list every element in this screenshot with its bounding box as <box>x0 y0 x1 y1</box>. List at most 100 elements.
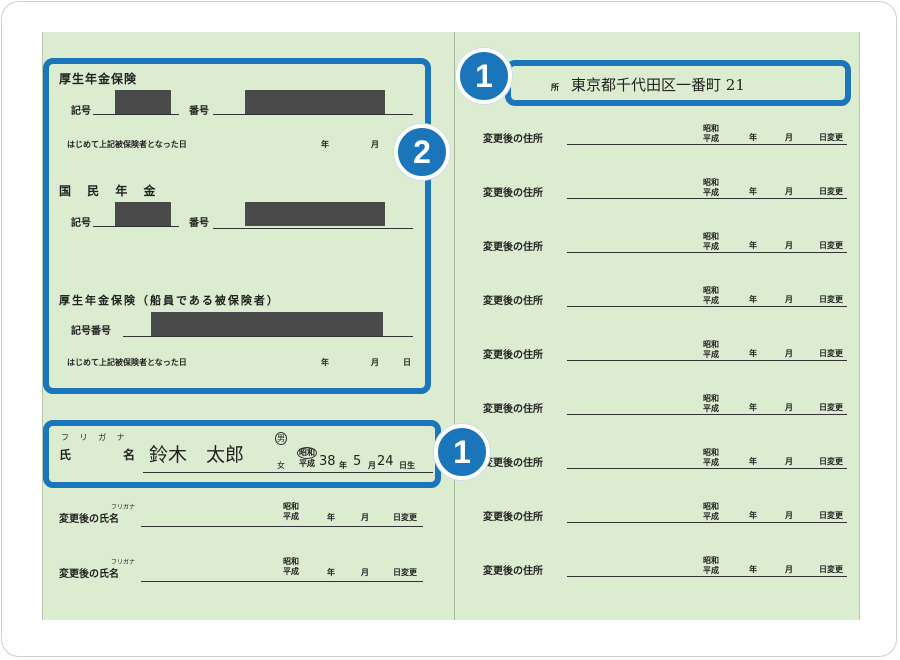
changed-address-year: 年 <box>749 349 757 358</box>
national-bango-label: 番号 <box>189 218 209 229</box>
era-showa: 昭和 <box>703 178 719 187</box>
changed-name-month: 月 <box>361 568 369 577</box>
changed-address-month: 月 <box>785 403 793 412</box>
gender-female: 女 <box>277 461 285 470</box>
changed-address-label: 変更後の住所 <box>483 512 543 523</box>
changed-address-line <box>567 522 847 523</box>
changed-address-day: 日変更 <box>819 457 843 466</box>
highlight-name <box>43 420 441 488</box>
era-showa: 昭和 <box>703 286 719 295</box>
era-showa-wrap: 昭和 <box>297 447 317 459</box>
changed-address-label: 変更後の住所 <box>483 350 543 361</box>
changed-name-furigana: フリガナ <box>111 559 136 566</box>
kigo-bango-line <box>123 336 413 337</box>
gender-male-circled: 男 <box>275 432 287 445</box>
changed-name-month: 月 <box>361 513 369 522</box>
seaman-first-insured-month: 月 <box>371 358 379 367</box>
changed-address-month: 月 <box>785 187 793 196</box>
first-insured-month: 月 <box>371 140 379 149</box>
era-heisei: 平成 <box>703 566 719 575</box>
era-showa: 昭和 <box>703 124 719 133</box>
kigo-line <box>93 114 179 115</box>
seaman-first-insured-label: はじめて上記被保険者となった日 <box>67 358 187 367</box>
changed-address-era: 昭和平成 <box>703 286 719 306</box>
national-kigo-redaction <box>115 202 171 226</box>
callout-badge-2-numbers: 2 <box>394 124 450 180</box>
changed-address-year: 年 <box>749 241 757 250</box>
highlight-pension-numbers <box>43 58 431 394</box>
changed-address-label: 変更後の住所 <box>483 242 543 253</box>
changed-name-line <box>141 581 423 582</box>
era-showa: 昭和 <box>283 557 299 566</box>
changed-address-era: 昭和平成 <box>703 502 719 522</box>
bango-line <box>213 114 413 115</box>
era-showa: 昭和 <box>703 502 719 511</box>
name-label-shi: 氏 <box>59 448 72 462</box>
pension-handbook-spread: 厚生年金保険 記号 番号 はじめて上記被保険者となった日 年 月 国 民 年 金… <box>42 32 860 620</box>
changed-name-era: 昭和平成 <box>283 502 299 522</box>
changed-address-month: 月 <box>785 565 793 574</box>
era-heisei: 平成 <box>703 296 719 305</box>
first-insured-label: はじめて上記被保険者となった日 <box>67 140 187 149</box>
birth-day: 24 <box>377 454 394 469</box>
era-heisei: 平成 <box>703 134 719 143</box>
changed-address-era: 昭和平成 <box>703 178 719 198</box>
era-showa: 昭和 <box>703 340 719 349</box>
gender-male-wrap: 男 <box>275 432 287 445</box>
changed-address-day: 日変更 <box>819 295 843 304</box>
era-heisei: 平成 <box>703 242 719 251</box>
name-line <box>143 472 433 473</box>
changed-address-label: 変更後の住所 <box>483 404 543 415</box>
changed-name-era: 昭和平成 <box>283 557 299 577</box>
changed-address-era: 昭和平成 <box>703 340 719 360</box>
changed-name-year: 年 <box>327 513 335 522</box>
changed-address-label: 変更後の住所 <box>483 134 543 145</box>
pension-section-title: 厚生年金保険 <box>59 72 138 86</box>
name-furigana-label: フ リ ガ ナ <box>61 433 129 442</box>
national-bango-line <box>213 228 413 229</box>
national-bango-redaction <box>245 202 385 226</box>
era-heisei: 平成 <box>283 567 299 576</box>
changed-name-day: 日変更 <box>393 513 417 522</box>
changed-address-month: 月 <box>785 457 793 466</box>
highlight-address <box>505 60 851 106</box>
national-kigo-line <box>93 226 179 227</box>
name-label-mei: 名 <box>123 448 136 462</box>
national-kigo-label: 記号 <box>71 218 91 229</box>
seaman-pension-title: 厚生年金保険（船員である被保険者） <box>59 294 280 307</box>
changed-address-label: 変更後の住所 <box>483 458 543 469</box>
changed-address-day: 日変更 <box>819 511 843 520</box>
changed-name-label: 変更後の氏名 <box>59 514 119 525</box>
era-showa: 昭和 <box>283 502 299 511</box>
changed-name-year: 年 <box>327 568 335 577</box>
changed-address-era: 昭和平成 <box>703 232 719 252</box>
changed-address-month: 月 <box>785 133 793 142</box>
address-value: 東京都千代田区一番町 21 <box>571 76 745 94</box>
changed-address-line <box>567 306 847 307</box>
changed-address-day: 日変更 <box>819 241 843 250</box>
changed-address-line <box>567 252 847 253</box>
era-heisei: 平成 <box>703 188 719 197</box>
era-heisei: 平成 <box>703 404 719 413</box>
address-label: 所 <box>551 83 559 92</box>
changed-address-era: 昭和平成 <box>703 394 719 414</box>
kigo-redaction <box>115 90 171 114</box>
changed-address-line <box>567 576 847 577</box>
kigo-bango-label: 記号番号 <box>71 326 111 337</box>
birth-era: 昭和 平成 <box>297 447 317 469</box>
era-showa: 昭和 <box>703 232 719 241</box>
era-heisei: 平成 <box>299 459 315 468</box>
book-spine <box>454 32 455 620</box>
changed-address-year: 年 <box>749 295 757 304</box>
changed-name-furigana: フリガナ <box>111 504 136 511</box>
changed-address-day: 日変更 <box>819 133 843 142</box>
callout-badge-1-address: 1 <box>456 48 512 104</box>
era-showa-circled: 昭和 <box>297 447 317 459</box>
changed-address-day: 日変更 <box>819 565 843 574</box>
era-heisei: 平成 <box>703 512 719 521</box>
changed-address-era: 昭和平成 <box>703 448 719 468</box>
name-value: 鈴木 太郎 <box>149 444 245 466</box>
changed-address-label: 変更後の住所 <box>483 188 543 199</box>
era-showa: 昭和 <box>703 448 719 457</box>
changed-address-era: 昭和平成 <box>703 124 719 144</box>
